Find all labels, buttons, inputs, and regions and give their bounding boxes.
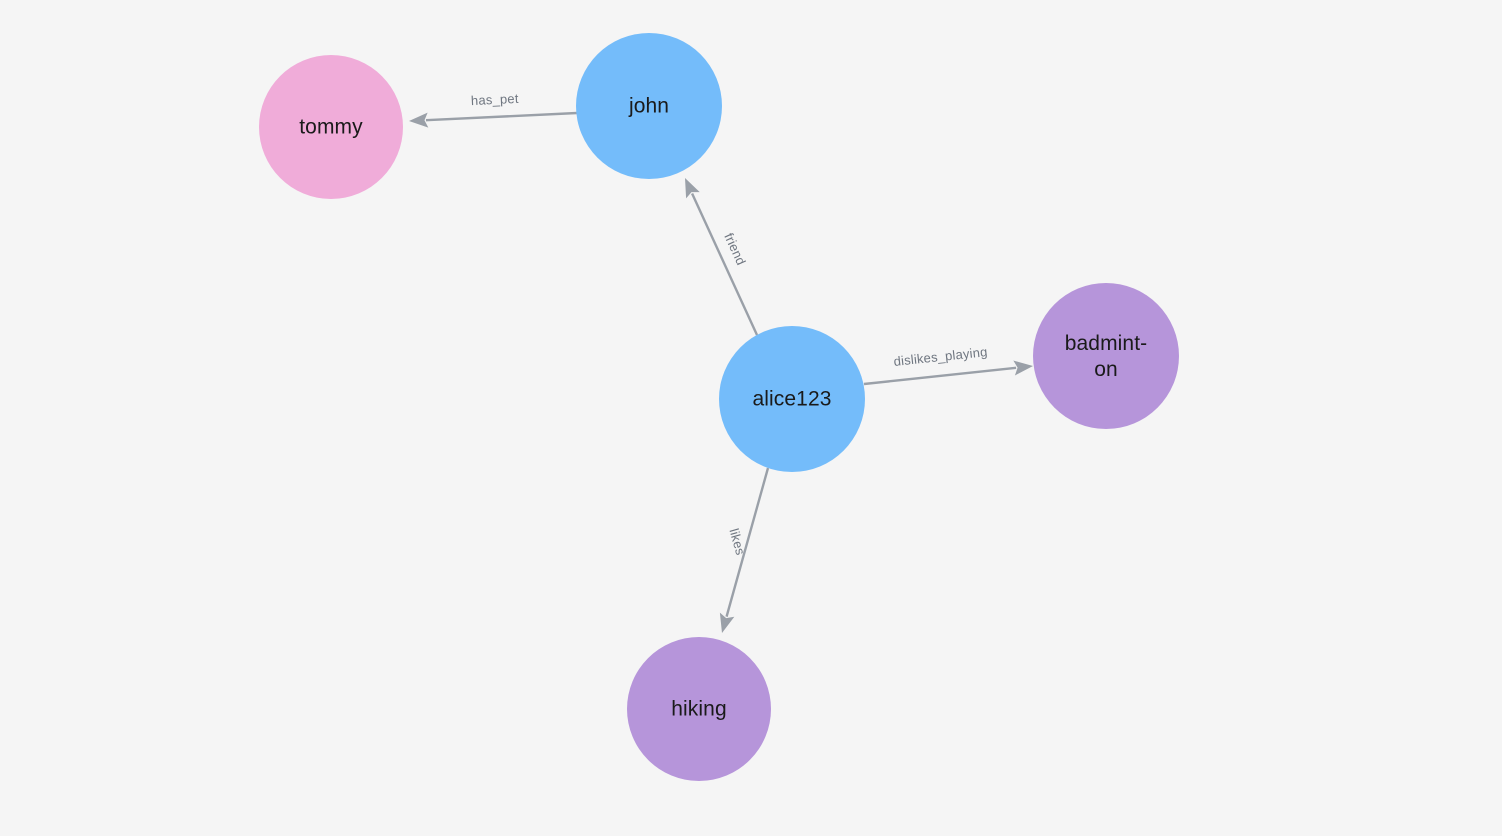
node-circle[interactable] [627,637,771,781]
graph-edge[interactable]: likes [719,467,770,633]
edge-arrowhead-icon [1013,360,1033,376]
graph-edge[interactable]: friend [685,178,759,336]
edge-line [690,192,759,336]
node-circle[interactable] [719,326,865,472]
edge-label: friend [721,231,749,268]
edge-label: dislikes_playing [893,344,988,369]
edge-arrowhead-icon [685,178,700,199]
graph-node-john[interactable]: john [576,33,722,179]
graph-node-hiking[interactable]: hiking [627,637,771,781]
graph-edge[interactable]: has_pet [409,91,578,128]
edge-line [863,366,1017,386]
graph-node-badminton[interactable]: badmint-on [1033,283,1179,429]
graph-node-tommy[interactable]: tommy [259,55,403,199]
node-circle[interactable] [1033,283,1179,429]
graph-edge[interactable]: dislikes_playing [863,344,1033,386]
nodes-layer: tommy john alice123 badmint-on hiking [259,33,1179,781]
edge-line [425,111,578,122]
node-circle[interactable] [576,33,722,179]
node-circle[interactable] [259,55,403,199]
edge-line [725,467,770,617]
edge-arrowhead-icon [719,612,735,633]
edge-arrowhead-icon [409,112,429,128]
graph-node-alice123[interactable]: alice123 [719,326,865,472]
edge-label: has_pet [471,91,520,108]
